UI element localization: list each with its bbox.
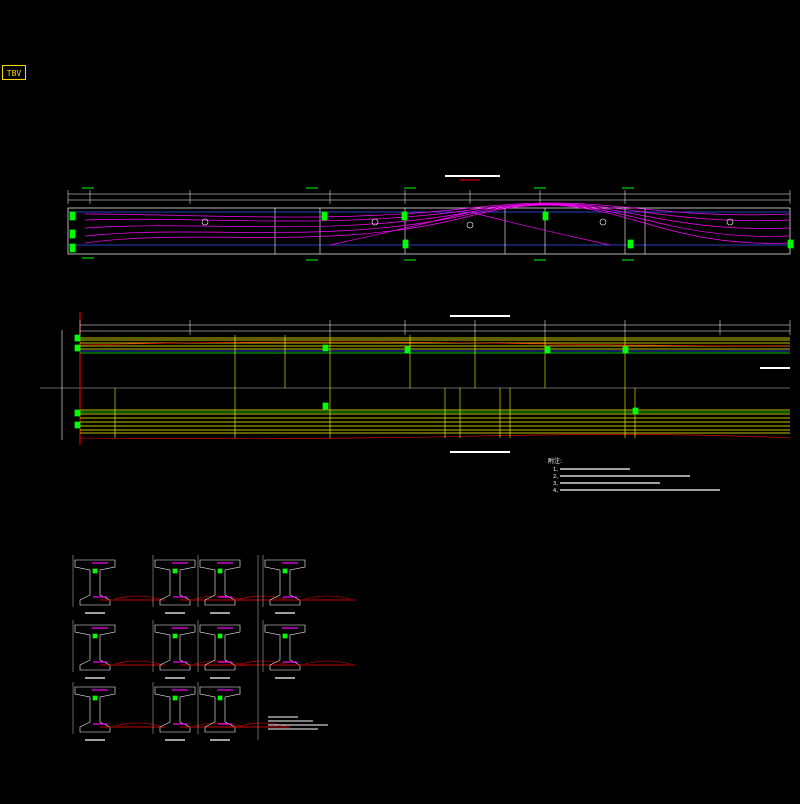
section-curve bbox=[114, 595, 161, 600]
section-curve bbox=[114, 660, 161, 665]
section-detail bbox=[197, 555, 290, 614]
note-item: 3、 bbox=[553, 481, 561, 487]
section-anchor bbox=[92, 633, 98, 639]
note-item: 2、 bbox=[553, 474, 561, 480]
section-outline bbox=[199, 686, 241, 733]
section-curve bbox=[239, 595, 286, 600]
section-anchor bbox=[217, 568, 223, 574]
tendon-curve bbox=[84, 203, 791, 222]
section-outline bbox=[264, 559, 306, 606]
title-stamp: TBV bbox=[2, 65, 26, 80]
section-curve bbox=[194, 595, 241, 600]
anchor-block bbox=[74, 334, 81, 342]
section-detail bbox=[197, 682, 290, 741]
section-details bbox=[72, 555, 355, 741]
section-detail bbox=[152, 620, 245, 679]
tendon-curve bbox=[84, 204, 791, 244]
section-anchor bbox=[282, 633, 288, 639]
section-outline bbox=[264, 624, 306, 671]
tendon-plan bbox=[79, 341, 791, 347]
section-outline bbox=[199, 624, 241, 671]
tendon-plan-lower bbox=[79, 434, 791, 439]
section-anchor bbox=[217, 695, 223, 701]
bubble-marker bbox=[201, 218, 209, 226]
anchor-block bbox=[74, 344, 81, 352]
section-detail bbox=[72, 682, 165, 741]
anchor-block bbox=[322, 344, 329, 352]
anchor-block bbox=[632, 407, 639, 415]
section-curve bbox=[114, 722, 161, 727]
anchor-block bbox=[402, 239, 409, 249]
tendon-curve bbox=[84, 204, 791, 237]
section-curve bbox=[304, 595, 351, 600]
section-detail bbox=[197, 620, 290, 679]
section-anchor bbox=[172, 633, 178, 639]
section-anchor bbox=[92, 695, 98, 701]
anchor-block bbox=[69, 229, 76, 239]
beam-outline bbox=[67, 207, 791, 255]
anchor-block bbox=[627, 239, 634, 249]
bubble-marker bbox=[466, 221, 474, 229]
section-curve bbox=[194, 722, 241, 727]
anchor-block bbox=[69, 211, 76, 221]
section-anchor bbox=[172, 568, 178, 574]
tendon-curve bbox=[329, 211, 611, 246]
section-curve bbox=[239, 660, 286, 665]
section-outline bbox=[154, 624, 196, 671]
note-item: 1、 bbox=[553, 467, 561, 473]
anchor-block bbox=[321, 211, 328, 221]
section-detail bbox=[72, 620, 165, 679]
bubble-marker bbox=[371, 218, 379, 226]
notes-header: 附注: bbox=[548, 457, 562, 465]
notes-block: 附注: 1、2、3、4、 bbox=[548, 457, 720, 494]
section-outline bbox=[74, 624, 116, 671]
bubble-marker bbox=[726, 218, 734, 226]
anchor-block bbox=[787, 239, 794, 249]
section-detail bbox=[262, 555, 355, 614]
anchor-block bbox=[401, 211, 408, 221]
section-detail bbox=[262, 620, 355, 679]
section-curve bbox=[194, 660, 241, 665]
anchor-block bbox=[74, 409, 81, 417]
section-anchor bbox=[217, 633, 223, 639]
section-outline bbox=[199, 559, 241, 606]
plan-view bbox=[40, 312, 791, 453]
section-detail bbox=[152, 555, 245, 614]
section-outline bbox=[74, 559, 116, 606]
section-detail bbox=[72, 555, 165, 614]
anchor-block bbox=[322, 402, 329, 410]
section-outline bbox=[154, 686, 196, 733]
anchor-block bbox=[404, 346, 411, 354]
section-anchor bbox=[92, 568, 98, 574]
section-curve bbox=[304, 660, 351, 665]
anchor-block bbox=[542, 211, 549, 221]
section-anchor bbox=[172, 695, 178, 701]
tendon-curve bbox=[84, 202, 791, 218]
section-outline bbox=[154, 559, 196, 606]
note-item: 4、 bbox=[553, 488, 561, 494]
anchor-block bbox=[622, 346, 629, 354]
anchor-block bbox=[69, 243, 76, 253]
section-detail bbox=[152, 682, 245, 741]
bubble-marker bbox=[599, 218, 607, 226]
section-anchor bbox=[282, 568, 288, 574]
anchor-block bbox=[544, 346, 551, 354]
anchor-block bbox=[74, 421, 81, 429]
elevation-view bbox=[67, 175, 794, 261]
section-outline bbox=[74, 686, 116, 733]
